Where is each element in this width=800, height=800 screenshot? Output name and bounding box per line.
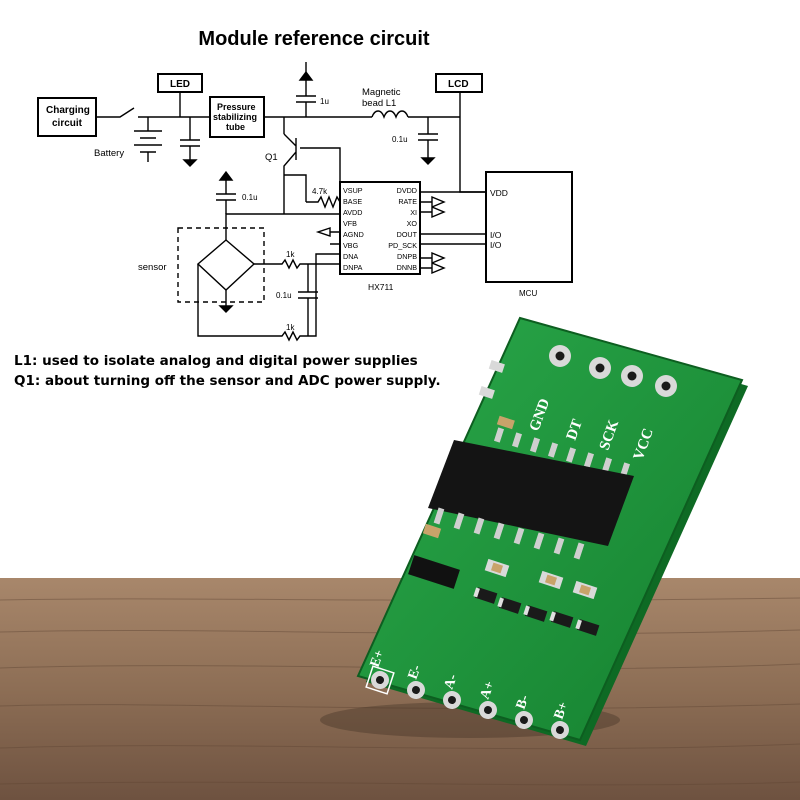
bottom-pin-row (365, 665, 569, 739)
battery-symbol (134, 117, 162, 162)
sensor-box (177, 227, 265, 303)
lcd-block (435, 73, 483, 93)
hx711-pin: VBG (343, 241, 359, 250)
hx711-pin: DVDD (397, 186, 417, 195)
hx711-pin: XI (410, 208, 417, 217)
lcd-label: LCD (448, 79, 469, 90)
hx711-pin: AGND (343, 230, 364, 239)
pin-label-b-minus: B- (514, 693, 533, 712)
charging-label-2: circuit (52, 118, 83, 129)
magnetic-label-1: Magnetic (362, 87, 401, 98)
note-q1: Q1: about turning off the sensor and ADC… (14, 373, 441, 389)
magnetic-label-2: bead L1 (362, 98, 396, 109)
hx711-pcb: GND DT SCK VCC (356, 316, 748, 746)
hx711-pin: DNNB (397, 263, 418, 272)
cap-01u-label-c: 0.1u (276, 291, 292, 300)
pin-label-e-minus: E- (406, 663, 425, 682)
q1-label: Q1 (265, 152, 278, 163)
cap-01u-label-a: 0.1u (392, 135, 408, 144)
hx711-pin: DNPA (343, 263, 363, 272)
pressure-label-2: stabilizing (213, 112, 257, 122)
pin-label-a-minus: A- (442, 672, 461, 691)
mcu-label: MCU (519, 289, 537, 298)
hx711-ic (428, 440, 634, 546)
pin-label-dt: DT (564, 417, 586, 442)
hx711-chip (339, 181, 421, 275)
hx711-pin: VSUP (343, 186, 363, 195)
hx711-pin: PD_SCK (388, 241, 417, 250)
io-label-1: I/O (490, 230, 502, 240)
mcu-block (485, 171, 573, 283)
page-title: Module reference circuit (198, 28, 430, 50)
vdd-label: VDD (490, 188, 508, 198)
cap-1u-label: 1u (320, 97, 329, 106)
cap-01u-label-b: 0.1u (242, 193, 258, 202)
io-label-2: I/O (490, 240, 502, 250)
hx711-pin: BASE (343, 197, 362, 206)
magnetic-bead-l1 (371, 110, 409, 119)
sensor-label: sensor (138, 262, 167, 273)
charging-label-1: Charging (46, 105, 90, 116)
battery-label: Battery (94, 148, 124, 159)
hx711-label: HX711 (368, 282, 394, 292)
led-label: LED (170, 79, 190, 90)
res-47k-label: 4.7k (312, 187, 328, 196)
hx711-pin: DOUT (397, 230, 418, 239)
hx711-pin: VFB (343, 219, 357, 228)
note-l1: L1: used to isolate analog and digital p… (14, 353, 418, 369)
hx711-pin: AVDD (343, 208, 362, 217)
pin-label-a-plus: A+ (478, 679, 498, 701)
pressure-label-3: tube (226, 122, 245, 132)
top-pin-row (549, 345, 677, 397)
hx711-pin: XO (407, 219, 418, 228)
res-1k-label-b: 1k (286, 323, 295, 332)
pin-label-e-plus: E+ (368, 648, 388, 669)
pin-label-b-plus: B+ (552, 700, 572, 721)
hx711-pin: RATE (398, 197, 417, 206)
hx711-pin: DNPB (397, 252, 417, 261)
res-1k-label-a: 1k (286, 250, 295, 259)
transistor-q1 (408, 555, 460, 589)
hx711-pin: DNA (343, 252, 358, 261)
pressure-label-1: Pressure (217, 102, 256, 112)
